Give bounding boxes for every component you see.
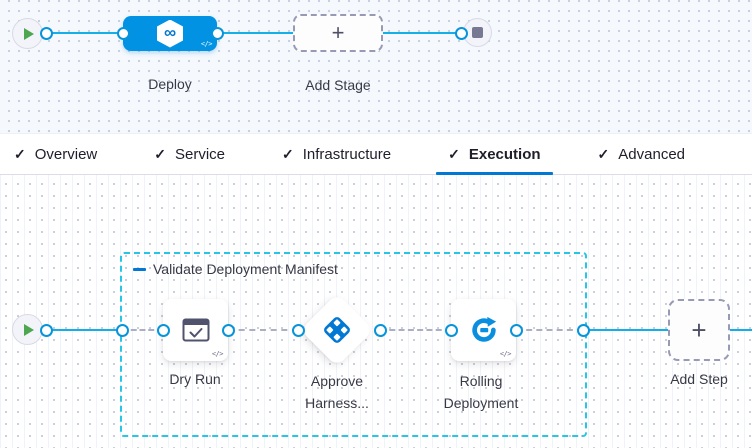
dashed-connector-line [228,329,298,331]
pipeline-start-node [12,18,43,49]
tab-advanced[interactable]: ✓ Advanced [586,134,697,174]
check-icon: ✓ [14,145,26,162]
play-icon [24,323,34,336]
connector-line [730,329,752,331]
check-icon: ✓ [448,145,460,162]
code-view-icon: </> [200,40,213,48]
connector-line [587,329,668,331]
connector-line [217,32,293,34]
tab-label: Execution [468,145,541,163]
connector-port[interactable] [576,323,590,337]
tab-label: Infrastructure [302,145,392,163]
plus-icon: + [331,20,345,45]
tab-label: Overview [34,145,98,163]
harness-approval-icon [324,317,350,343]
pipeline-end-node [463,18,492,47]
tab-service[interactable]: ✓ Service [142,134,237,174]
tab-overview[interactable]: ✓ Overview [2,134,109,174]
play-icon [24,27,34,40]
step-label-rolling-deployment: Rolling Deployment [443,373,519,411]
step-node-harness-approval[interactable] [300,293,374,367]
execution-canvas: Validate Deployment Manifest </> [0,175,752,448]
check-icon: ✓ [154,145,166,162]
connector-port[interactable] [115,323,129,337]
step-group-boundary [120,252,587,437]
rolling-deployment-icon [471,316,496,342]
stage-config-tabbar: ✓ Overview ✓ Service ✓ Infrastructure ✓ … [0,133,752,175]
connector-port[interactable] [291,323,305,337]
stage-canvas: ∞ </> + Deploy Add Stage [0,0,752,133]
code-view-icon: </> [211,350,224,358]
plus-icon: + [691,315,707,345]
connector-port[interactable] [210,26,224,40]
connector-port[interactable] [444,323,458,337]
add-step-label: Add Step [670,371,728,387]
dashed-connector-line [516,329,583,331]
connector-line [46,329,122,331]
step-label-dry-run: Dry Run [169,371,221,387]
connector-port[interactable] [373,323,387,337]
tab-label: Advanced [618,145,685,163]
connector-port[interactable] [116,26,130,40]
add-stage-button[interactable]: + [293,14,383,52]
tab-infrastructure[interactable]: ✓ Infrastructure [270,134,403,174]
dashed-connector-line [122,329,163,331]
stage-node-deploy[interactable]: ∞ </> [123,16,217,51]
step-label-harness-approval: Approve Harness... [305,373,369,411]
stage-label: Deploy [148,76,192,92]
dry-run-icon [182,318,209,342]
add-step-button[interactable]: + [668,299,730,361]
check-icon: ✓ [282,145,294,162]
connector-port[interactable] [454,26,468,40]
connector-line [383,32,461,34]
code-view-icon: </> [499,350,512,358]
collapse-group-icon[interactable] [133,267,146,271]
connector-port[interactable] [39,26,53,40]
step-group-header: Validate Deployment Manifest [133,261,338,277]
stop-icon [472,27,483,38]
check-icon: ✓ [597,145,610,162]
execution-start-node [12,314,43,345]
step-node-dry-run[interactable]: </> [163,299,228,361]
connector-port[interactable] [509,323,523,337]
tab-label: Service [174,145,226,163]
connector-port[interactable] [39,323,53,337]
connector-port[interactable] [156,323,170,337]
harness-cd-hexagon-icon: ∞ [157,19,183,48]
step-group-label: Validate Deployment Manifest [153,261,338,277]
add-stage-label: Add Stage [305,77,371,93]
tab-execution[interactable]: ✓ Execution [436,134,553,175]
connector-line [46,32,123,34]
step-node-rolling-deployment[interactable]: </> [451,299,516,361]
infinity-glyph: ∞ [163,22,177,42]
dashed-connector-line [380,329,451,331]
connector-port[interactable] [221,323,235,337]
